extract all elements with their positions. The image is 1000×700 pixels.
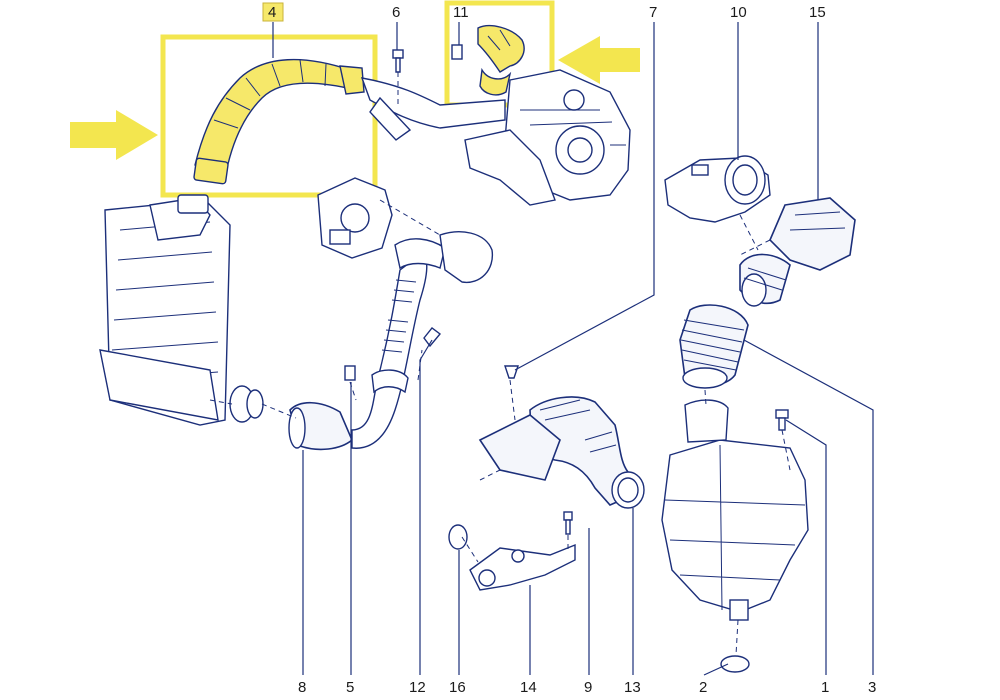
grommet-part-2[interactable] <box>720 655 750 673</box>
pointer-arrow-right <box>558 36 640 84</box>
callout-6: 6 <box>392 4 400 21</box>
callout-16: 16 <box>449 679 466 696</box>
intake-duct-part-13[interactable] <box>478 396 645 509</box>
throttle-body <box>317 177 393 259</box>
callout-12: 12 <box>409 679 426 696</box>
hose-part-4[interactable] <box>193 58 365 185</box>
resonator-part-10[interactable] <box>664 155 771 223</box>
elbow-part-11[interactable] <box>451 24 525 96</box>
callout-7: 7 <box>649 4 657 21</box>
corrugated-pipe <box>351 231 494 449</box>
hose-part-8[interactable] <box>288 401 353 451</box>
turbocharger <box>464 69 631 206</box>
pointer-arrow-left <box>70 110 158 160</box>
callout-1: 1 <box>821 679 829 696</box>
callout-3: 3 <box>868 679 876 696</box>
clip-part-7[interactable] <box>504 365 519 379</box>
callout-8: 8 <box>298 679 306 696</box>
callout-2: 2 <box>699 679 707 696</box>
callout-15: 15 <box>809 4 826 21</box>
grommet-part-16[interactable] <box>448 524 468 550</box>
callout-14: 14 <box>520 679 537 696</box>
bolt-part-6[interactable] <box>392 49 404 73</box>
callout-5: 5 <box>346 679 354 696</box>
assembly-lines <box>209 72 791 656</box>
callout-4-highlight <box>262 2 284 22</box>
air-filter-box <box>661 399 809 621</box>
bolt-part-9[interactable] <box>563 511 573 535</box>
callout-4: 4 <box>268 4 276 21</box>
callout-13: 13 <box>624 679 641 696</box>
leader-lines <box>272 22 874 676</box>
clip-part-5[interactable] <box>344 365 356 381</box>
air-duct-part-15[interactable] <box>739 197 856 307</box>
bracket-part-14[interactable] <box>469 543 576 591</box>
callout-10: 10 <box>730 4 747 21</box>
screw-part-12[interactable] <box>423 327 442 348</box>
coupling-sleeve <box>229 385 264 423</box>
corrugated-hose-part-3[interactable] <box>679 304 749 389</box>
intercooler <box>99 194 231 426</box>
callout-11: 11 <box>453 4 469 21</box>
callout-9: 9 <box>584 679 592 696</box>
